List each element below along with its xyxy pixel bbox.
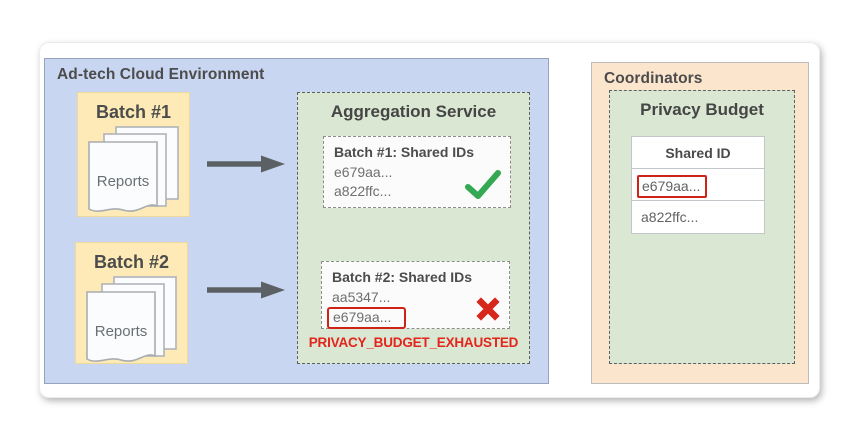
arrow-right-icon [207, 155, 285, 173]
batch-2-box: Batch #2 Reports [75, 242, 188, 364]
batch-1-title: Batch #1 [95, 102, 172, 122]
aggregation-service-title: Aggregation Service [330, 102, 497, 121]
diagram-card: Ad-tech Cloud Environment Batch #1 Repor… [39, 42, 820, 398]
batch-2-result-title: Batch #2: Shared IDs [332, 269, 473, 285]
privacy-budget-title: Privacy Budget [640, 100, 764, 119]
coordinators-title: Coordinators [604, 70, 703, 87]
batch-2-title: Batch #2 [93, 252, 170, 272]
coordinators-box: Coordinators Privacy Budget Shared ID e6… [591, 62, 809, 384]
adtech-environment-title: Ad-tech Cloud Environment [57, 66, 265, 83]
privacy-budget-box: Privacy Budget Shared ID e679aa... a822f… [609, 90, 795, 364]
flagged-shared-id: e679aa... [327, 307, 407, 329]
aggregation-service-box: Aggregation Service Batch #1: Shared IDs… [297, 92, 530, 364]
batch-2-result-box: Batch #2: Shared IDs aa5347... e679aa... [321, 261, 510, 329]
batch-1-box: Batch #1 Reports [77, 92, 190, 217]
x-mark-icon [476, 297, 500, 321]
checkmark-icon [465, 170, 501, 199]
batch-1-result-title: Batch #1: Shared IDs [334, 144, 475, 160]
shared-id-table: Shared ID e679aa... a822ffc... [631, 136, 765, 234]
batch-1-result-box: Batch #1: Shared IDs e679aa... a822ffc..… [323, 136, 511, 208]
table-row: e679aa... [632, 169, 764, 201]
arrow-right-icon [207, 281, 285, 299]
reports-label: Reports [95, 323, 148, 340]
reports-label: Reports [97, 173, 150, 190]
privacy-budget-exhausted-label: PRIVACY_BUDGET_EXHAUSTED [308, 335, 519, 350]
stacked-reports-icon: Reports [86, 276, 177, 362]
adtech-environment-box: Ad-tech Cloud Environment Batch #1 Repor… [44, 58, 549, 384]
shared-id-text: e679aa... [334, 164, 393, 180]
shared-id-table-header: Shared ID [632, 137, 764, 169]
shared-id-text: aa5347... [332, 289, 391, 305]
shared-id-text: a822ffc... [334, 183, 392, 199]
flagged-shared-id: e679aa... [637, 174, 708, 198]
stacked-reports-icon: Reports [88, 126, 179, 212]
table-row: a822ffc... [641, 209, 699, 225]
